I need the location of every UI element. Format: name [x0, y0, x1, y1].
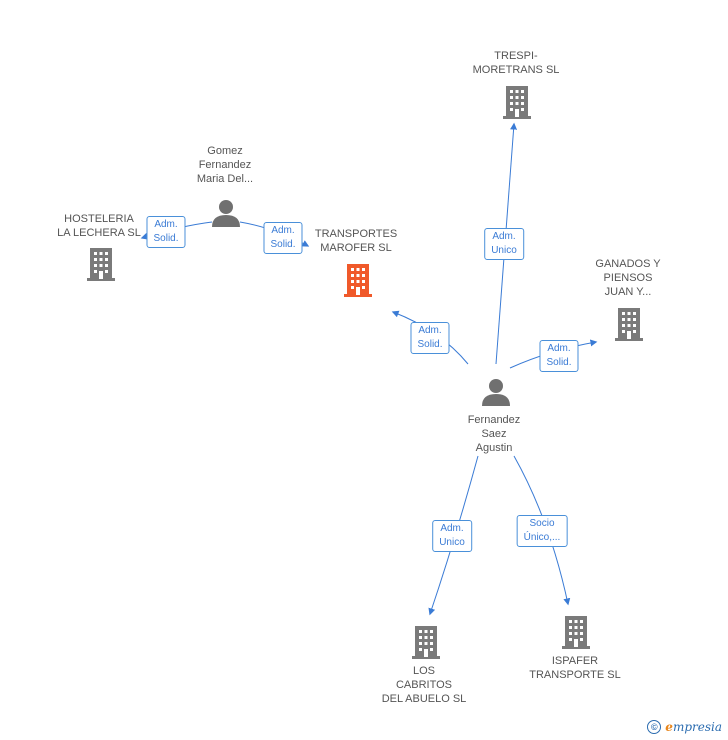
relation-badge-fernandez-marofer[interactable]: Adm. Solid.	[410, 322, 450, 354]
building-icon[interactable]	[560, 614, 592, 650]
person-icon[interactable]	[211, 199, 241, 227]
relation-badge-gomez-hosteleria[interactable]: Adm. Solid.	[146, 216, 186, 248]
relation-badge-fernandez-trespi[interactable]: Adm. Unico	[484, 228, 524, 260]
relation-badge-gomez-marofer[interactable]: Adm. Solid.	[263, 222, 303, 254]
building-icon[interactable]	[85, 246, 117, 282]
node-label-marofer[interactable]: TRANSPORTES MAROFER SL	[314, 228, 398, 254]
building-icon[interactable]	[410, 624, 442, 660]
building-icon[interactable]	[342, 262, 374, 298]
relation-badge-fernandez-cabritos[interactable]: Adm. Unico	[432, 520, 472, 552]
node-label-ganados[interactable]: GANADOS Y PIENSOS JUAN Y...	[595, 258, 661, 298]
person-icon[interactable]	[481, 378, 511, 406]
footer-brand[interactable]: © empresia	[647, 720, 722, 734]
brand-logo: empresia	[665, 720, 722, 734]
building-icon[interactable]	[501, 84, 533, 120]
relation-badge-fernandez-ganados[interactable]: Adm. Solid.	[539, 340, 579, 372]
node-label-trespi[interactable]: TRESPI- MORETRANS SL	[472, 50, 560, 76]
node-label-fernandez[interactable]: Fernandez Saez Agustin	[467, 414, 521, 454]
building-icon[interactable]	[613, 306, 645, 342]
node-label-ispafer[interactable]: ISPAFER TRANSPORTE SL	[529, 655, 621, 681]
node-label-gomez[interactable]: Gomez Fernandez Maria Del...	[196, 145, 254, 185]
relation-badge-fernandez-ispafer[interactable]: Socio Único,...	[516, 515, 568, 547]
copyright-icon: ©	[647, 720, 662, 734]
node-label-cabritos[interactable]: LOS CABRITOS DEL ABUELO SL	[381, 665, 467, 705]
node-label-hosteleria[interactable]: HOSTELERIA LA LECHERA SL	[57, 213, 141, 239]
